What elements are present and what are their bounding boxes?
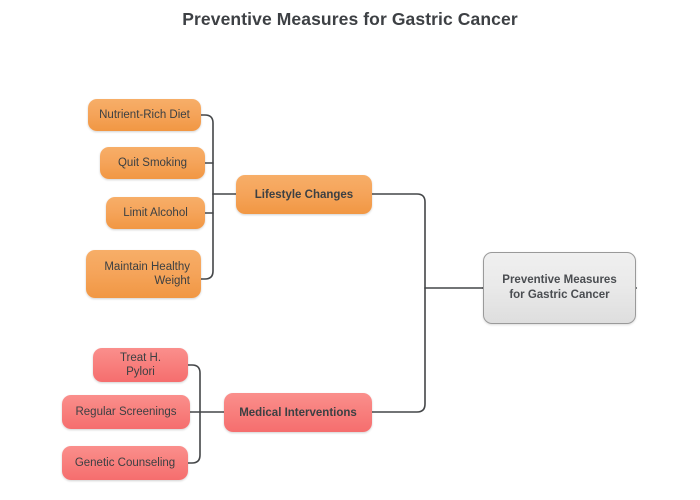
branch-node-lifestyle-changes[interactable]: Lifestyle Changes: [236, 175, 372, 214]
leaf-node-limit-alcohol-label: Limit Alcohol: [123, 207, 188, 219]
branch-node-medical-interventions-label: Medical Interventions: [239, 406, 357, 419]
connector-lifestyle-bus-2: [200, 193, 214, 280]
root-node[interactable]: Preventive Measures for Gastric Cancer: [483, 252, 636, 324]
leaf-node-treat-h-pylori[interactable]: Treat H. Pylori: [93, 348, 188, 382]
leaf-node-nutrient-rich-diet-label: Nutrient-Rich Diet: [99, 109, 190, 121]
leaf-node-genetic-counseling-label: Genetic Counseling: [74, 457, 176, 469]
leaf-node-maintain-healthy-weight[interactable]: Maintain Healthy Weight: [86, 250, 201, 298]
connector-lifestyle-bus: [200, 114, 214, 195]
leaf-node-limit-alcohol[interactable]: Limit Alcohol: [106, 197, 205, 229]
branch-node-medical-interventions[interactable]: Medical Interventions: [224, 393, 372, 432]
leaf-node-quit-smoking[interactable]: Quit Smoking: [100, 147, 205, 179]
leaf-node-regular-screenings[interactable]: Regular Screenings: [62, 395, 190, 429]
connector-medical-bus-2: [187, 411, 201, 464]
leaf-node-treat-h-pylori-label: Treat H. Pylori: [119, 352, 162, 378]
root-node-label: Preventive Measures for Gastric Cancer: [502, 274, 617, 301]
connector-spine-vertical: [371, 193, 426, 289]
branch-node-lifestyle-changes-label: Lifestyle Changes: [254, 188, 354, 201]
leaf-node-regular-screenings-label: Regular Screenings: [75, 406, 177, 418]
leaf-node-quit-smoking-label: Quit Smoking: [117, 157, 188, 169]
connector-spine-vertical-2: [371, 287, 426, 413]
leaf-node-maintain-healthy-weight-label: Maintain Healthy Weight: [104, 261, 190, 287]
leaf-node-nutrient-rich-diet[interactable]: Nutrient-Rich Diet: [88, 99, 201, 131]
page-title: Preventive Measures for Gastric Cancer: [182, 9, 518, 29]
connector-medical-bus: [187, 364, 201, 413]
leaf-node-genetic-counseling[interactable]: Genetic Counseling: [62, 446, 188, 480]
